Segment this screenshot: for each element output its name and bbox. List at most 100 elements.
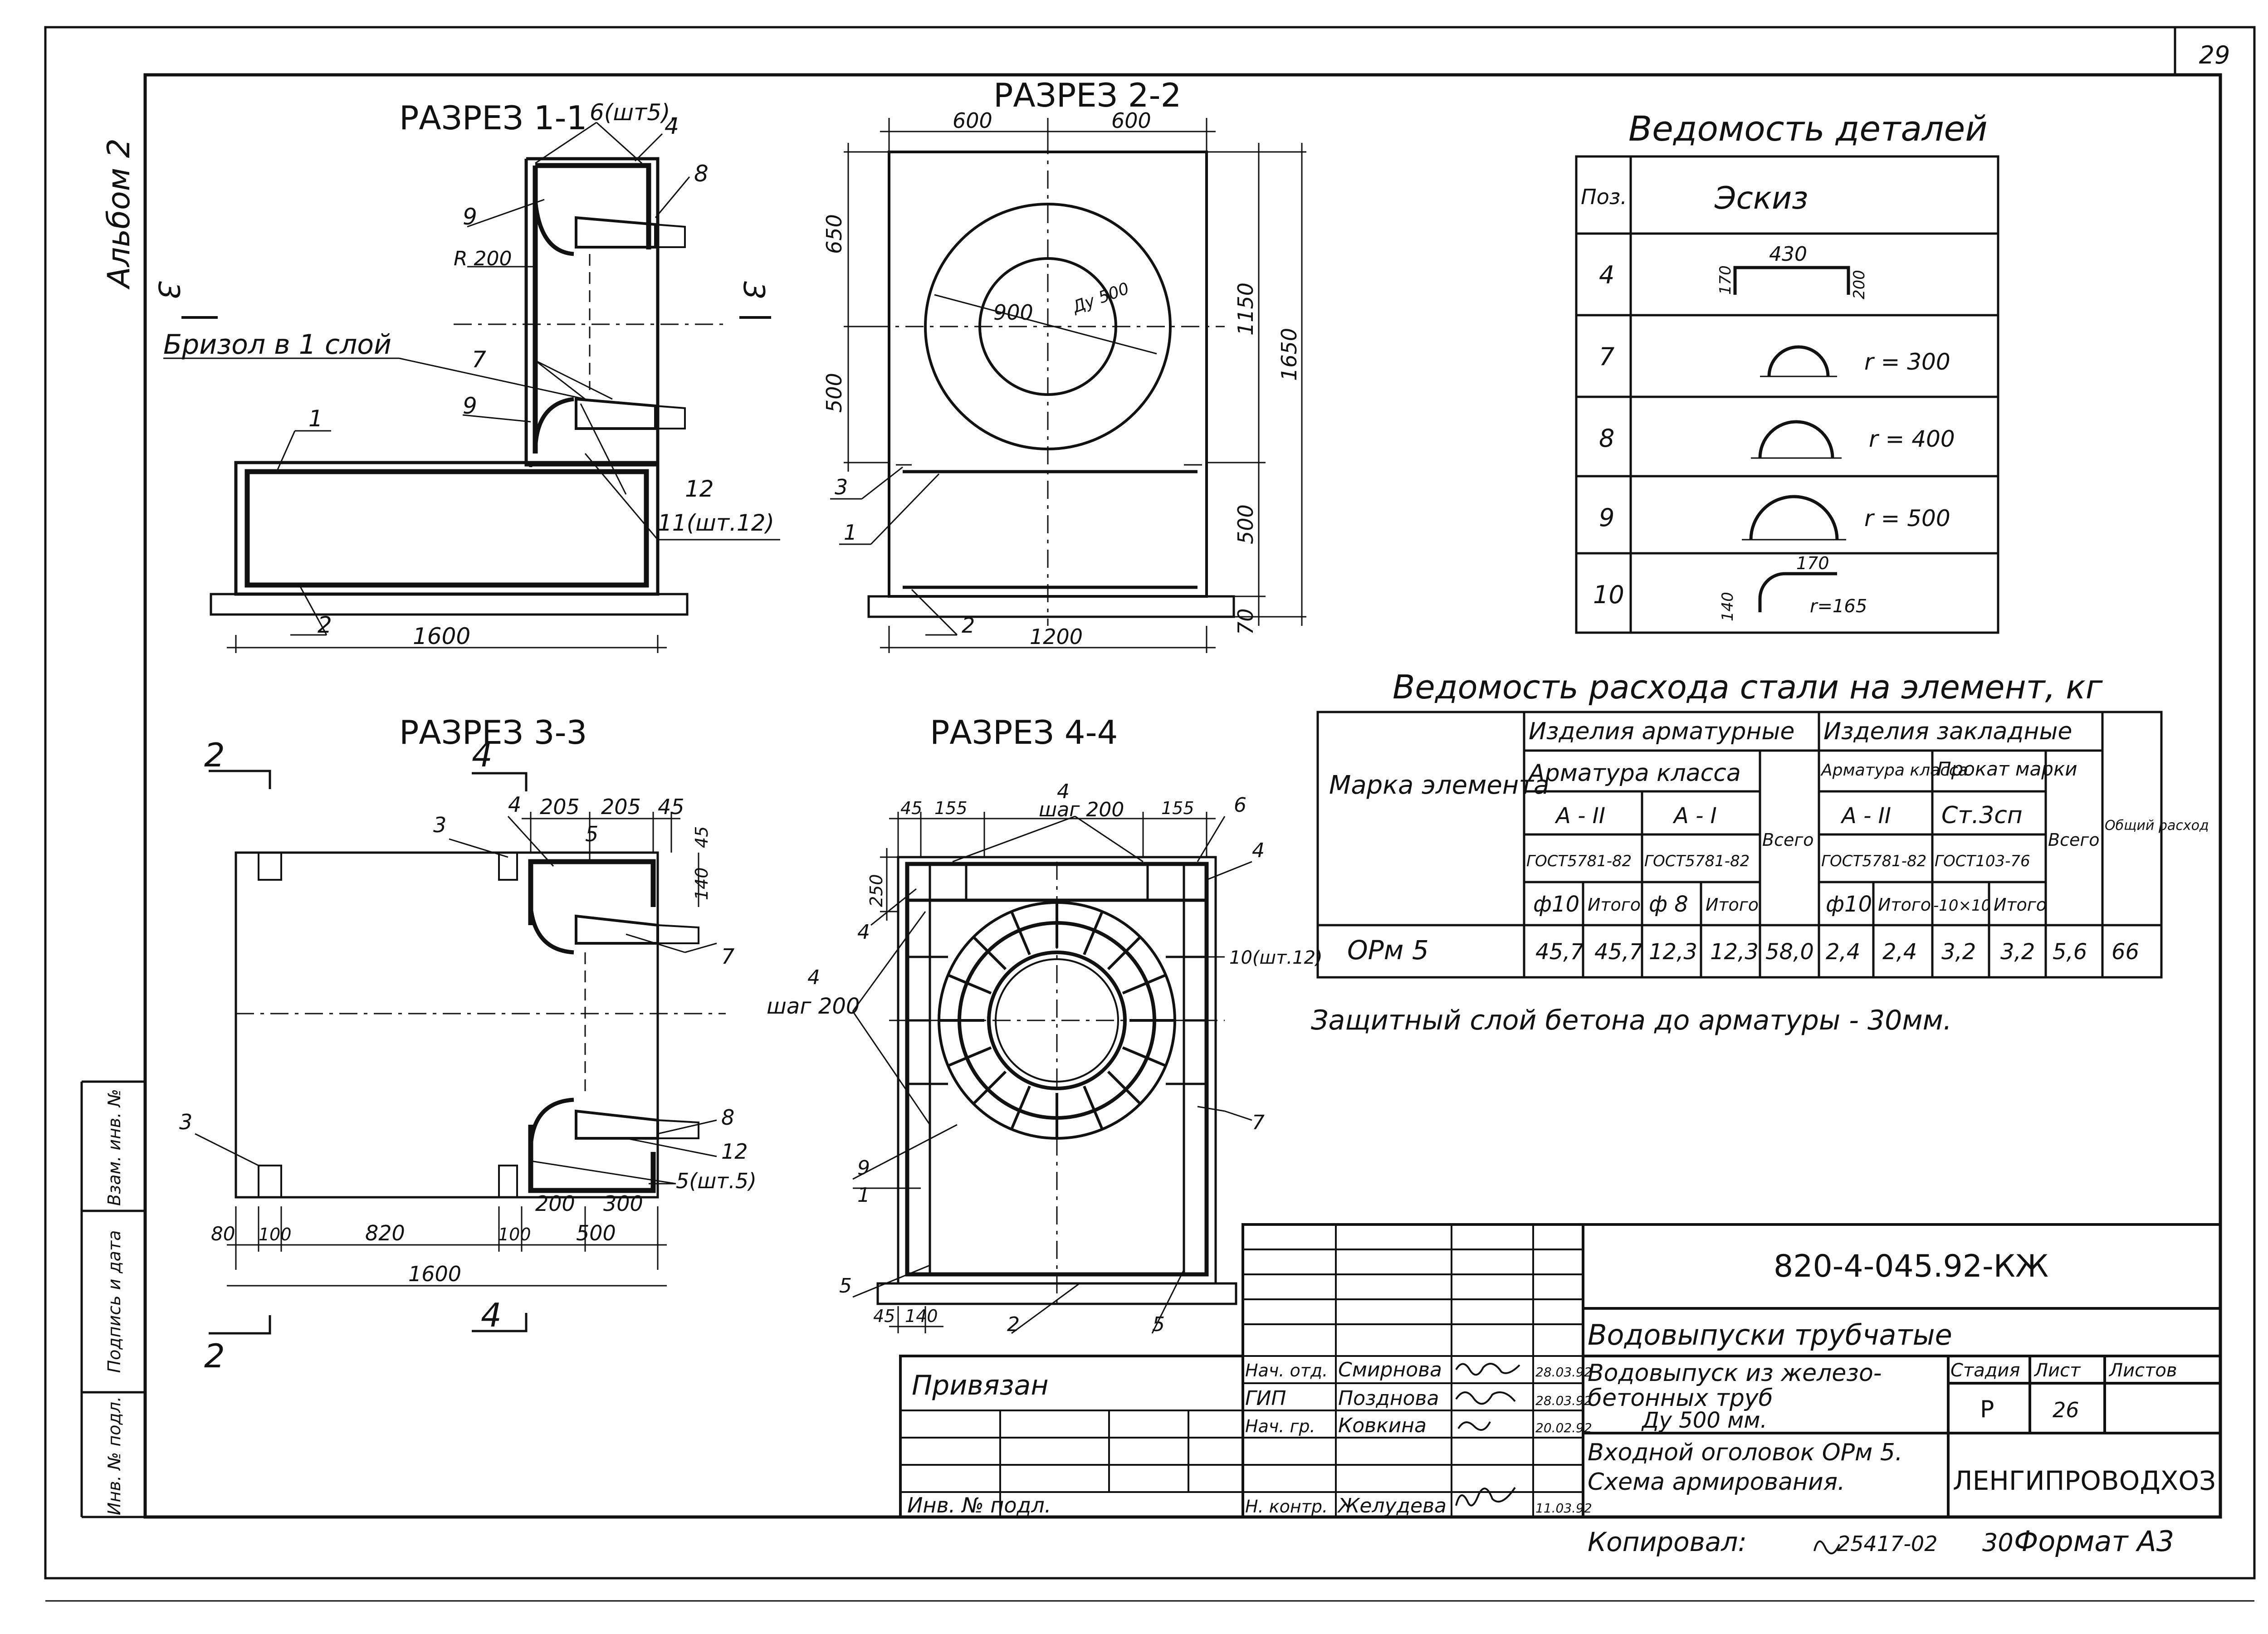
steel-cls-a1: А - I (1672, 803, 1717, 829)
s44-label-1: 1 (857, 1184, 870, 1207)
s33-dim-80: 80 (211, 1223, 235, 1245)
s44-dim-45b: 45 (873, 1306, 895, 1326)
steel-prokat: Прокат марки (1937, 758, 2077, 780)
section-3-3: РАЗРЕЗ 3-3 (195, 713, 726, 1335)
s33-dim-100b: 100 (498, 1224, 531, 1244)
s44-label-shag-top: шаг 200 (1039, 798, 1124, 821)
steel-itogo1: Итого (1588, 895, 1641, 915)
s33-label-4: 4 (508, 792, 521, 817)
steel-st: Ст.3сп (1941, 802, 2023, 829)
section-2-2: РАЗРЕЗ 2-2 (830, 76, 1306, 653)
details-pos-10: 10 (1593, 580, 1624, 609)
details-sketches (1733, 266, 1850, 612)
steel-gost1: ГОСТ5781-82 (1526, 852, 1632, 870)
s22-dim-650: 650 (822, 214, 846, 254)
steel-row-v11: 66 (2112, 939, 2139, 965)
section-4-4: РАЗРЕЗ 4-4 (852, 713, 1252, 1334)
object-name-2: бетонных труб (1588, 1385, 1773, 1412)
sheet-number: 26 (2053, 1398, 2079, 1422)
s33-label-8: 8 (721, 1105, 734, 1130)
steel-arm-class2: Арматура класса (1820, 761, 1968, 780)
s11-label-brizol: Бризол в 1 слой (163, 329, 391, 361)
details-title: Ведомость деталей (1628, 108, 1988, 149)
s33-dim-140: 140 (692, 867, 712, 900)
s44-label-2: 2 (1007, 1313, 1020, 1336)
s22-dim-600-right: 600 (1111, 108, 1151, 133)
s33-dim-45: 45 (658, 795, 684, 819)
section-1-1-title: РАЗРЕЗ 1-1 (399, 99, 587, 137)
steel-row-v8: 3,2 (1941, 939, 1976, 965)
s44-label-4-mid: 4 (807, 966, 820, 989)
s44-dim-155b: 155 (1161, 798, 1194, 818)
details-pos-4: 4 (1599, 261, 1614, 289)
s33-label-3b: 3 (179, 1110, 192, 1134)
steel-row-v3: 12,3 (1649, 939, 1697, 965)
s33-label-12: 12 (721, 1139, 748, 1164)
steel-d10b: ф10 (1826, 892, 1872, 917)
s11-label-7: 7 (472, 346, 486, 373)
s33-dim-500: 500 (576, 1221, 616, 1245)
signer-name-2: Позднова (1338, 1387, 1439, 1410)
s33-dim-820: 820 (365, 1221, 405, 1245)
s22-dim-500-left: 500 (822, 373, 846, 413)
steel-vsego2: Всего (2048, 830, 2100, 850)
steel-group-arm: Изделия арматурные (1529, 718, 1794, 745)
strip-podpis: Подпись и дата (104, 1230, 124, 1373)
s44-label-5-right: 5 (1152, 1313, 1165, 1336)
steel-d10: ф10 (1533, 892, 1579, 917)
details-10-dim-170: 170 (1796, 553, 1829, 573)
steel-row-v4: 12,3 (1710, 939, 1759, 965)
details-10-dim-140: 140 (1719, 592, 1737, 621)
stage-value: Р (1980, 1396, 1994, 1423)
s44-label-9: 9 (857, 1156, 870, 1180)
steel-table (1316, 711, 2163, 979)
copied-sheet: 30 (1982, 1528, 2014, 1557)
sheets-label: Листов (2108, 1360, 2177, 1381)
details-4-dim-430: 430 (1769, 243, 1807, 266)
steel-gost4: ГОСТ103-76 (1935, 852, 2030, 870)
sheet-label: Лист (2033, 1360, 2081, 1381)
object-name-1: Водовыпуск из железо- (1588, 1360, 1882, 1387)
inv-podl-label: Инв. № подл. (907, 1493, 1051, 1517)
s33-dim-200: 200 (535, 1191, 575, 1216)
steel-title: Ведомость расхода стали на элемент, кг (1393, 668, 2103, 706)
strip-inv-podl: Инв. № подл. (104, 1396, 124, 1515)
steel-cls-a2b: А - II (1840, 803, 1891, 829)
steel-gost3: ГОСТ5781-82 (1821, 852, 1926, 870)
steel-vsego: Всего (1762, 830, 1814, 850)
s44-label-7: 7 (1252, 1111, 1265, 1134)
steel-itogo4: Итого (1994, 895, 2047, 915)
s11-cut-3-left: 3 (152, 281, 185, 300)
s22-dim-70: 70 (1233, 608, 1258, 635)
s33-dim-300: 300 (603, 1191, 643, 1216)
signer-name-1: Смирнова (1338, 1358, 1442, 1381)
steel-row-v9: 3,2 (2000, 939, 2035, 965)
s22-label-2: 2 (962, 613, 975, 638)
steel-row-v7: 2,4 (1882, 939, 1917, 965)
section-1-1: РАЗРЕЗ 1-1 (163, 99, 780, 653)
s44-label-shag-mid: шаг 200 (767, 994, 860, 1019)
details-7-sketch: r = 300 (1864, 349, 1950, 375)
sheet-name-1: Входной оголовок ОРм 5. (1588, 1439, 1902, 1466)
steel-itogo2: Итого (1706, 895, 1759, 915)
s22-dim-1150: 1150 (1233, 283, 1258, 336)
s44-label-10: 10(шт.12) (1229, 947, 1323, 968)
s11-label-9b: 9 (463, 393, 477, 419)
s22-label-1: 1 (844, 520, 857, 545)
details-10-sketch: r=165 (1810, 596, 1867, 617)
s11-label-8: 8 (694, 161, 709, 187)
steel-arm-class: Арматура класса (1527, 760, 1741, 787)
s33-marker-2-top: 2 (204, 736, 225, 774)
s11-dim-1600: 1600 (413, 623, 470, 649)
details-9-sketch: r = 500 (1864, 505, 1950, 532)
format-label: Формат А3 (2014, 1525, 2174, 1558)
s11-cut-3-right: 3 (737, 281, 770, 300)
steel-group-zakl: Изделия закладные (1823, 718, 2072, 745)
s44-label-5-left: 5 (839, 1274, 852, 1297)
steel-col-mark: Марка элемента (1329, 771, 1549, 800)
s33-marker-4-top: 4 (472, 736, 493, 774)
sheet-name-2: Схема армирования. (1588, 1468, 1845, 1496)
signer-name-4: Желудева (1337, 1494, 1447, 1517)
steel-itogo3: Итого (1878, 895, 1931, 915)
s33-label-7: 7 (721, 944, 734, 969)
